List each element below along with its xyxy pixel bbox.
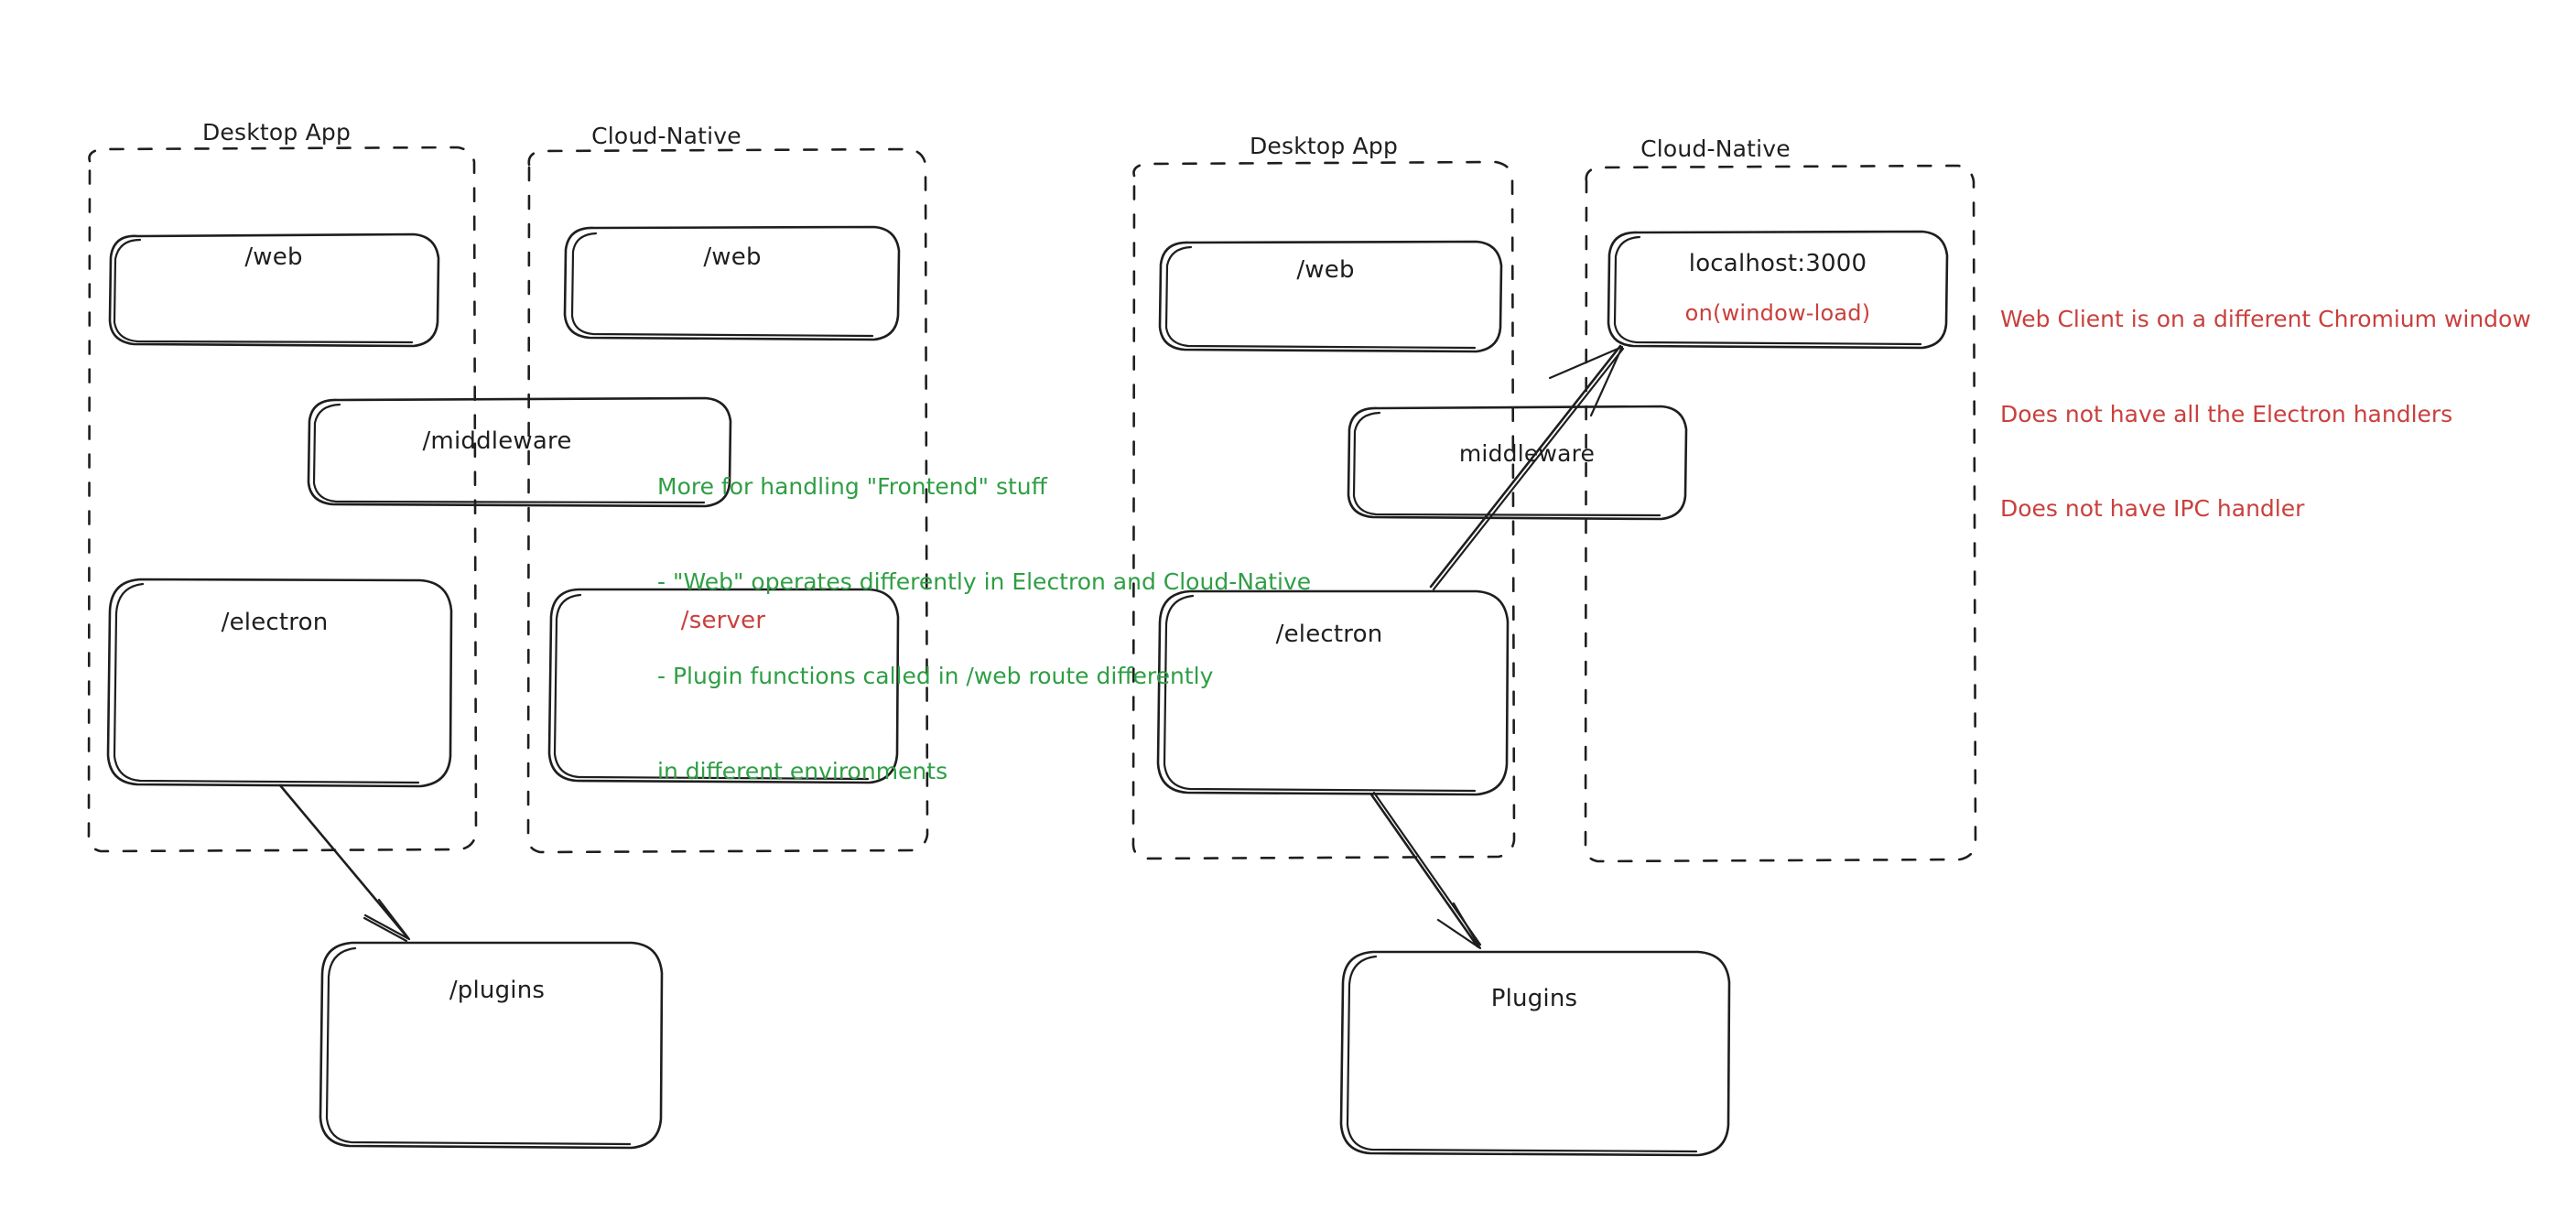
- note-green-frontend: More for handling "Frontend" stuff - "We…: [657, 408, 1311, 850]
- group-title-right-cloud-native: Cloud-Native: [1640, 135, 1791, 162]
- group-left-cloud-native: [526, 147, 929, 854]
- group-title-left-cloud-native: Cloud-Native: [591, 123, 741, 149]
- box-right-middleware: [1347, 405, 1688, 521]
- box-label-right-electron: /electron: [1275, 621, 1383, 648]
- box-right-localhost: [1607, 230, 1949, 350]
- group-title-right-desktop-app: Desktop App: [1249, 133, 1399, 159]
- box-left-desktop-web: [108, 232, 440, 348]
- box-sublabel-right-localhost-onwindowload: on(window-load): [1684, 300, 1871, 326]
- box-label-left-cloud-server: /server: [680, 607, 766, 634]
- box-label-left-plugins: /plugins: [449, 977, 546, 1004]
- box-left-middleware: [307, 396, 732, 508]
- box-right-plugins: [1339, 950, 1731, 1157]
- box-left-cloud-web: [563, 225, 901, 341]
- note-green-line-4: in different environments: [657, 757, 948, 784]
- note-green-line-1: More for handling "Frontend" stuff: [657, 473, 1047, 500]
- arrow-right-electron-to-localhost: [1429, 344, 1625, 591]
- box-left-cloud-server: [547, 588, 900, 784]
- box-label-left-desktop-electron: /electron: [221, 609, 329, 636]
- box-label-right-plugins: Plugins: [1490, 985, 1578, 1012]
- arrow-right-electron-to-plugins: [1369, 791, 1482, 950]
- box-label-left-middleware: /middleware: [422, 427, 572, 455]
- box-right-desktop-web: [1158, 240, 1503, 353]
- box-label-right-middleware: middleware: [1458, 440, 1596, 467]
- note-green-line-3: - Plugin functions called in /web route …: [657, 663, 1214, 689]
- arrow-left-electron-to-plugins: [278, 784, 411, 943]
- note-red-line-1: Web Client is on a different Chromium wi…: [2000, 306, 2531, 332]
- box-left-desktop-electron: [106, 578, 453, 788]
- box-label-right-localhost: localhost:3000: [1688, 250, 1867, 277]
- group-left-desktop-app: [87, 146, 478, 853]
- box-label-left-desktop-web: /web: [244, 243, 303, 271]
- note-red-line-2: Does not have all the Electron handlers: [2000, 400, 2453, 427]
- group-right-desktop-app: [1131, 160, 1516, 860]
- group-right-cloud-native: [1584, 164, 1977, 863]
- box-right-electron: [1156, 589, 1510, 796]
- group-title-left-desktop-app: Desktop App: [201, 119, 352, 146]
- note-red-web-client: Web Client is on a different Chromium wi…: [2000, 241, 2531, 589]
- box-label-left-cloud-web: /web: [703, 243, 762, 271]
- note-green-line-2: - "Web" operates differently in Electron…: [657, 567, 1312, 595]
- box-left-plugins: [319, 941, 664, 1150]
- note-red-line-3: Does not have IPC handler: [2000, 495, 2305, 522]
- box-label-right-desktop-web: /web: [1296, 256, 1355, 284]
